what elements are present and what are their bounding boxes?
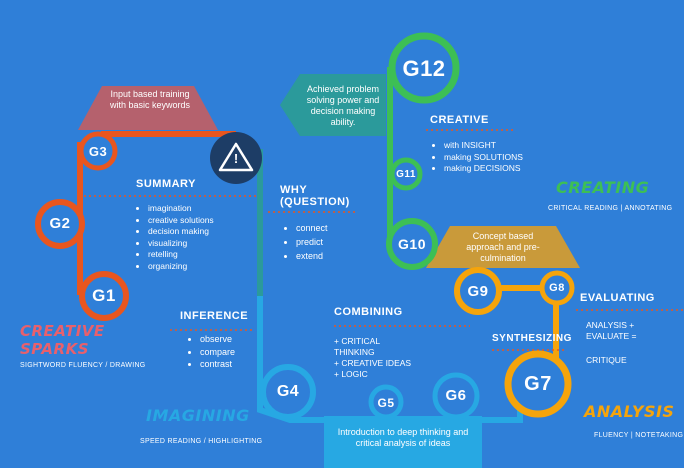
- creative-item: making DECISIONS: [444, 163, 523, 175]
- grade-label-g12: G12: [402, 56, 446, 81]
- callout-concept-text: Concept based approach and pre-culminati…: [466, 231, 540, 263]
- circle-g4: [260, 364, 316, 420]
- circle-g6: [432, 372, 480, 420]
- warning-symbol: !: [233, 151, 239, 166]
- combining-item: + LOGIC: [334, 369, 368, 379]
- combining-item: THINKING: [334, 347, 375, 357]
- summary-list: imagination creative solutions decision …: [136, 203, 214, 272]
- combining-list: + CRITICAL THINKING + CREATIVE IDEAS + L…: [334, 336, 411, 380]
- creative-item: making SOLUTIONS: [444, 152, 523, 164]
- inference-heading: INFERENCE: [180, 310, 249, 322]
- grade-label-g1: G1: [92, 286, 116, 305]
- inference-list: observe compare contrast: [188, 333, 235, 371]
- stage-analysis: ANALYSIS: [584, 402, 675, 421]
- why-heading-line1: WHY: [280, 184, 308, 196]
- callout-input-based-shape: [78, 86, 218, 130]
- circle-g1: [79, 271, 129, 321]
- grade-label-g8: G8: [549, 282, 565, 294]
- stage-analysis-caption: FLUENCY | NOTETAKING: [594, 432, 684, 439]
- inference-item: contrast: [200, 358, 235, 371]
- grade-label-g2: G2: [49, 215, 71, 232]
- dotted-separators: [84, 129, 684, 351]
- callout-achieved-shape: [280, 74, 386, 136]
- summary-item: retelling: [148, 249, 214, 261]
- why-heading-line2: (QUESTION): [280, 196, 350, 208]
- circle-g9: [454, 267, 502, 315]
- why-list: connect predict extend: [284, 221, 328, 263]
- stage-creative-sparks-caption: SIGHTWORD FLUENCY / DRAWING: [20, 362, 146, 369]
- summary-item: visualizing: [148, 238, 214, 250]
- circle-g7: [504, 350, 572, 418]
- why-item: connect: [296, 221, 328, 235]
- evaluating-item: CRITIQUE: [586, 355, 627, 365]
- stage-creative-sparks-line1: CREATIVE: [20, 322, 105, 340]
- circle-g2: [35, 199, 85, 249]
- circle-g8: [539, 270, 575, 306]
- warning-icon: [218, 142, 254, 172]
- combining-item: + CREATIVE IDEAS: [334, 358, 412, 368]
- circle-g10: [386, 218, 438, 270]
- synthesizing-heading: SYNTHESIZING: [492, 333, 572, 344]
- creative-heading: CREATIVE: [430, 114, 489, 126]
- summary-item: creative solutions: [148, 215, 214, 227]
- circle-g5: [368, 384, 404, 420]
- grade-label-g9: G9: [467, 283, 489, 300]
- stage-creative-sparks-line2: SPARKS: [20, 340, 90, 358]
- creative-item: with INSIGHT: [444, 140, 523, 152]
- grade-label-g3: G3: [88, 144, 108, 159]
- circle-g12: [388, 32, 460, 104]
- stage-imagining: IMAGINING: [146, 406, 250, 425]
- grade-label-g11: G11: [396, 169, 416, 180]
- grade-label-g7: G7: [524, 373, 552, 395]
- evaluating-item: EVALUATE =: [586, 331, 637, 341]
- combining-item: + CRITICAL: [334, 336, 381, 346]
- stage-creating-caption: CRITICAL READING | ANNOTATING: [548, 205, 673, 212]
- evaluating-list: ANALYSIS + EVALUATE = CRITIQUE: [586, 320, 636, 366]
- inference-item: observe: [200, 333, 235, 346]
- creative-list: with INSIGHT making SOLUTIONS making DEC…: [432, 140, 523, 175]
- stage-creating: CREATING: [556, 178, 650, 197]
- stage-creative-sparks: CREATIVE SPARKS: [20, 322, 105, 358]
- grade-label-g10: G10: [398, 236, 426, 252]
- callout-intro-shape: [324, 416, 482, 468]
- evaluating-item: ANALYSIS +: [586, 320, 635, 330]
- combining-heading: COMBINING: [334, 306, 403, 318]
- summary-item: organizing: [148, 261, 214, 273]
- evaluating-heading: EVALUATING: [580, 292, 655, 304]
- callout-concept-shape: [426, 226, 580, 268]
- callout-input-based-text: Input based training with basic keywords: [109, 89, 191, 110]
- summary-heading: SUMMARY: [136, 178, 196, 190]
- inference-item: compare: [200, 346, 235, 359]
- circle-g3: [78, 131, 118, 171]
- callout-intro-text: Introduction to deep thinking and critic…: [337, 427, 469, 448]
- grade-label-g4: G4: [276, 383, 300, 400]
- grade-label-g6: G6: [445, 387, 467, 404]
- circle-g11: [389, 157, 423, 191]
- grade-label-g5: G5: [377, 396, 395, 410]
- stage-imagining-caption: SPEED READING / HIGHLIGHTING: [140, 438, 263, 445]
- summary-item: imagination: [148, 203, 214, 215]
- why-item: predict: [296, 235, 328, 249]
- summary-item: decision making: [148, 226, 214, 238]
- callout-achieved-text: Achieved problem solving power and decis…: [306, 84, 380, 127]
- why-item: extend: [296, 249, 328, 263]
- why-heading: WHY (QUESTION): [280, 184, 350, 208]
